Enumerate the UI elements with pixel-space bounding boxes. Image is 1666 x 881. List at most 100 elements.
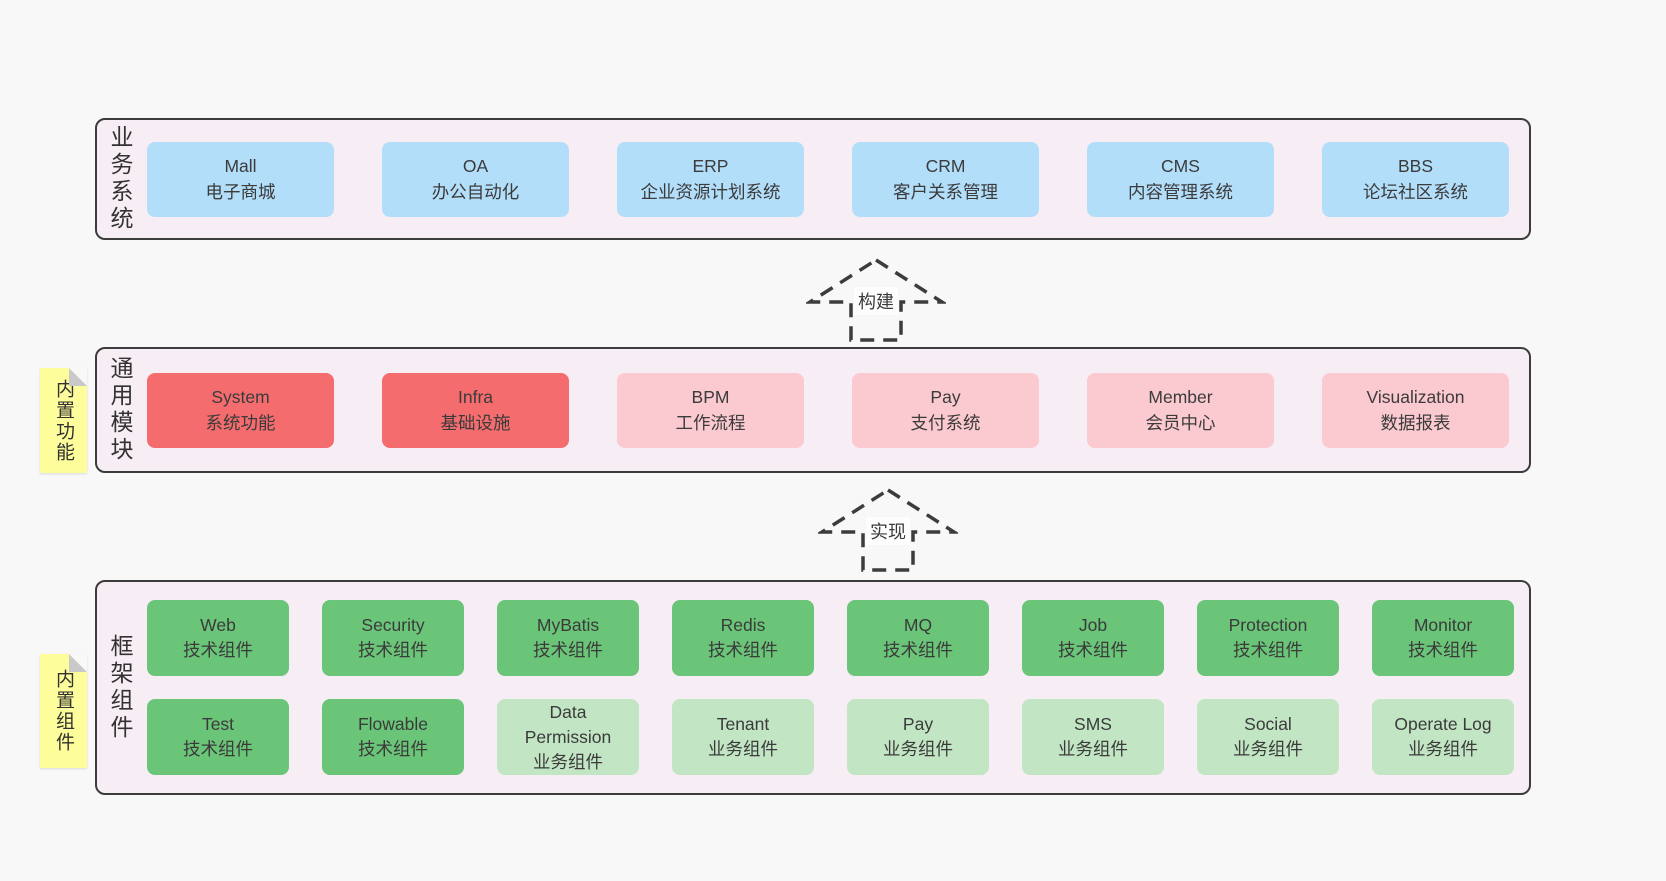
module-box-member: Member 会员中心 <box>1087 372 1274 448</box>
box-title: SMS <box>1074 714 1112 734</box>
box-subtitle: 客户关系管理 <box>893 182 998 202</box>
box-subtitle: 技术组件 <box>883 640 953 660</box>
builtin-components-note: 内置组件 <box>40 654 87 768</box>
box-title: Web <box>200 615 236 635</box>
box-subtitle: 技术组件 <box>1408 640 1478 660</box>
box-title: Protection <box>1228 615 1308 635</box>
folded-corner-icon <box>69 368 87 386</box>
module-box-mq: MQ 技术组件 <box>847 600 989 676</box>
box-subtitle: 支付系统 <box>910 413 981 433</box>
dashed-up-arrow-icon <box>806 257 946 342</box>
module-box-pay: Pay 业务组件 <box>847 699 989 775</box>
box-title: Pay <box>902 714 934 734</box>
module-box-social: Social 业务组件 <box>1197 699 1339 775</box>
box-subtitle: 技术组件 <box>358 640 428 660</box>
build-arrow: 构建 <box>806 256 946 344</box>
box-subtitle: 业务组件 <box>708 739 778 759</box>
box-subtitle: 技术组件 <box>533 640 603 660</box>
module-box-flowable: Flowable 技术组件 <box>322 699 464 775</box>
module-box-mybatis: MyBatis 技术组件 <box>497 600 639 676</box>
module-box-pay: Pay 支付系统 <box>852 372 1039 448</box>
box-subtitle: 业务组件 <box>1058 739 1128 759</box>
box-subtitle: 业务组件 <box>1233 739 1303 759</box>
implement-arrow: 实现 <box>818 486 958 574</box>
module-box-sms: SMS 业务组件 <box>1022 699 1164 775</box>
box-subtitle: 工作流程 <box>675 413 746 433</box>
box-title: Job <box>1078 615 1108 635</box>
module-box-protection: Protection 技术组件 <box>1197 600 1339 676</box>
module-box-web: Web 技术组件 <box>147 600 289 676</box>
box-title: BBS <box>1397 156 1434 176</box>
box-title: ERP <box>692 156 729 176</box>
box-title: CRM <box>925 156 966 176</box>
box-subtitle: 会员中心 <box>1145 413 1216 433</box>
box-title: Visualization <box>1366 387 1465 407</box>
module-box-cms: CMS 内容管理系统 <box>1087 141 1274 217</box>
implement-arrow-label: 实现 <box>866 517 910 545</box>
box-title: Monitor <box>1413 615 1473 635</box>
box-subtitle: 技术组件 <box>183 739 253 759</box>
build-arrow-label: 构建 <box>854 287 898 315</box>
module-box-tenant: Tenant 业务组件 <box>672 699 814 775</box>
common-modules-label: 通用模块 <box>107 356 133 464</box>
box-title: Redis <box>720 615 766 635</box>
builtin-components-note-text: 内置组件 <box>53 669 74 753</box>
box-title: Social <box>1244 714 1292 734</box>
dashed-up-arrow-icon <box>818 487 958 572</box>
box-title: System <box>211 387 270 407</box>
box-subtitle: 业务组件 <box>1408 739 1478 759</box>
box-title: MyBatis <box>536 615 600 635</box>
box-subtitle: 内容管理系统 <box>1128 182 1233 202</box>
box-title: CMS <box>1161 156 1200 176</box>
box-title: Tenant <box>716 714 770 734</box>
module-box-system: System 系统功能 <box>147 372 334 448</box>
builtin-features-note: 内置功能 <box>40 368 87 473</box>
box-title: OA <box>462 156 489 176</box>
module-box-monitor: Monitor 技术组件 <box>1372 600 1514 676</box>
box-subtitle: 技术组件 <box>708 640 778 660</box>
box-subtitle: 技术组件 <box>183 640 253 660</box>
box-title: Pay <box>930 387 961 407</box>
box-subtitle: 技术组件 <box>358 739 428 759</box>
business-systems-label: 业务系统 <box>107 125 133 233</box>
box-title: MQ <box>903 615 933 635</box>
box-title: Security <box>361 615 425 635</box>
module-box-redis: Redis 技术组件 <box>672 600 814 676</box>
box-subtitle: 技术组件 <box>1233 640 1303 660</box>
module-box-erp: ERP 企业资源计划系统 <box>617 141 804 217</box>
box-title: Operate Log <box>1394 714 1492 734</box>
box-title: Flowable <box>357 714 429 734</box>
box-title: Mall <box>224 156 257 176</box>
box-subtitle: 业务组件 <box>533 751 603 772</box>
box-subtitle: 企业资源计划系统 <box>640 182 781 202</box>
module-box-infra: Infra 基础设施 <box>382 372 569 448</box>
box-subtitle: 系统功能 <box>205 413 276 433</box>
module-box-data-permission: Data Permission 业务组件 <box>497 699 639 775</box>
box-title: Member <box>1148 387 1213 407</box>
box-subtitle: 业务组件 <box>883 739 953 759</box>
module-box-job: Job 技术组件 <box>1022 600 1164 676</box>
box-subtitle: 数据报表 <box>1380 413 1451 433</box>
box-subtitle: 基础设施 <box>440 413 511 433</box>
module-box-operate-log: Operate Log 业务组件 <box>1372 699 1514 775</box>
box-title: Infra <box>457 387 494 407</box>
box-subtitle: 技术组件 <box>1058 640 1128 660</box>
framework-components-label: 框架组件 <box>107 633 133 742</box>
module-box-security: Security 技术组件 <box>322 600 464 676</box>
box-title: Data Permission <box>524 701 612 747</box>
